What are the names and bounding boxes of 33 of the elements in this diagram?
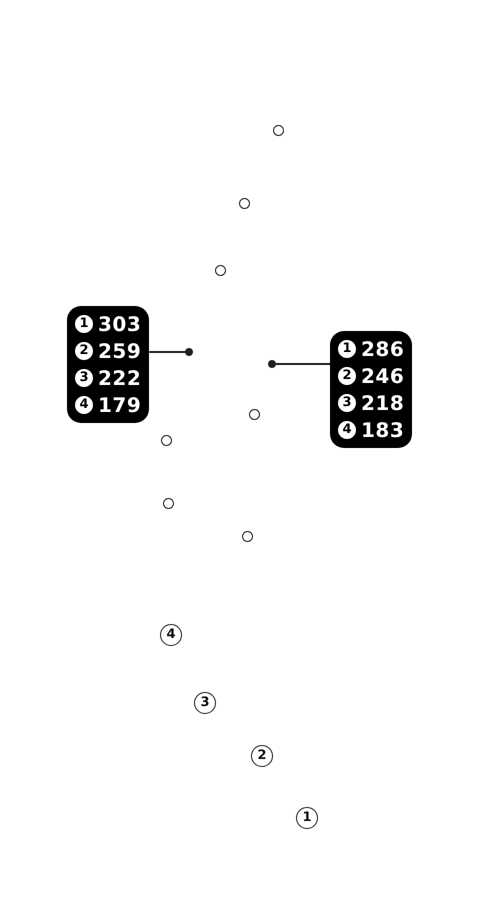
value-label: 179 <box>98 393 142 417</box>
value-label: 246 <box>361 364 404 388</box>
circle-marker <box>214 264 226 276</box>
leader-dot <box>268 360 276 368</box>
leader-line <box>149 351 185 353</box>
callout-number: 3 <box>338 394 356 412</box>
callout-number: 1 <box>75 315 93 333</box>
circle-marker <box>160 434 172 446</box>
callout-number: 3 <box>75 369 93 387</box>
circle-marker <box>242 530 252 542</box>
callout-number: 4 <box>75 396 93 414</box>
callout-number: 3 <box>194 692 216 714</box>
callout-number: 2 <box>75 342 93 360</box>
callout-number: 1 <box>296 807 318 829</box>
circle-marker <box>238 198 250 208</box>
circle-marker <box>248 408 260 420</box>
callout-number: 1 <box>338 340 356 358</box>
value-label: 218 <box>361 391 404 415</box>
leader-dot <box>185 348 193 356</box>
value-label: 259 <box>98 339 142 363</box>
value-label: 183 <box>361 418 404 442</box>
value-label: 222 <box>98 366 142 390</box>
leader-line <box>276 363 330 365</box>
circle-marker <box>162 498 174 508</box>
callout-number: 4 <box>160 624 182 646</box>
callout-number: 2 <box>338 367 356 385</box>
callout-number: 4 <box>338 421 356 439</box>
callout-box <box>67 306 150 423</box>
callout-number: 2 <box>251 745 273 767</box>
callout-box <box>330 331 412 448</box>
circle-marker <box>272 124 284 136</box>
value-label: 286 <box>361 337 404 361</box>
value-label: 303 <box>98 312 142 336</box>
